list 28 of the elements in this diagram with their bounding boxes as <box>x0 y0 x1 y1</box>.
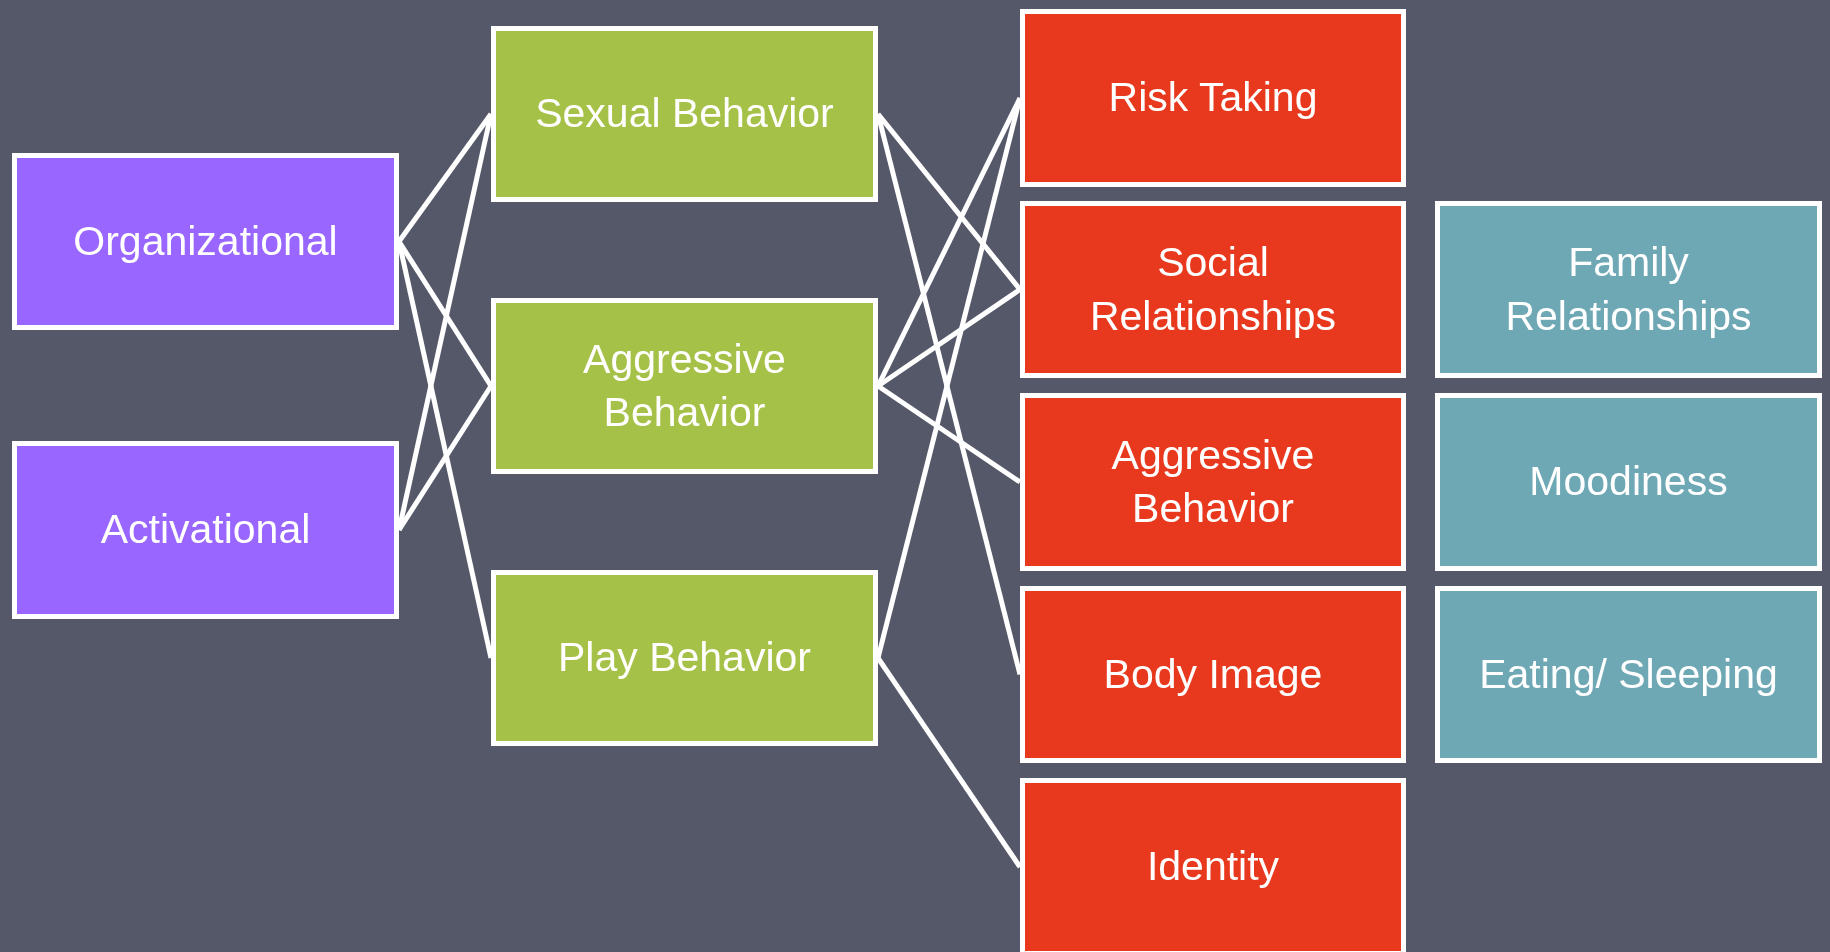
node-label: Aggressive Behavior <box>1110 430 1316 533</box>
process-box <box>1020 9 1406 187</box>
node-label: Sexual Behavior <box>534 89 835 139</box>
node-label: Activational <box>99 505 312 555</box>
process-box <box>491 298 878 474</box>
process-box <box>1435 586 1822 763</box>
node-label: Family Relationships <box>1504 238 1753 341</box>
process-box <box>1435 393 1822 571</box>
process-box <box>12 153 399 330</box>
node-label: Risk Taking <box>1107 73 1319 123</box>
process-box <box>1020 201 1406 378</box>
connector-line <box>876 112 1022 292</box>
node-label: Eating/ Sleeping <box>1478 649 1779 699</box>
node-label: Identity <box>1145 842 1281 892</box>
process-box <box>491 26 878 202</box>
process-box <box>1020 393 1406 571</box>
node-label: Aggressive Behavior <box>582 334 787 437</box>
process-box <box>1020 586 1406 763</box>
node-label: Body Image <box>1102 649 1324 699</box>
node-label: Social Relationships <box>1088 238 1338 341</box>
node-label: Moodiness <box>1528 457 1729 507</box>
process-box <box>12 441 399 619</box>
node-label: Play Behavior <box>557 633 812 683</box>
node-label: Organizational <box>72 216 339 266</box>
process-box <box>1435 201 1822 378</box>
connector-line <box>876 383 1022 485</box>
process-box <box>1020 778 1406 952</box>
process-box <box>491 570 878 746</box>
